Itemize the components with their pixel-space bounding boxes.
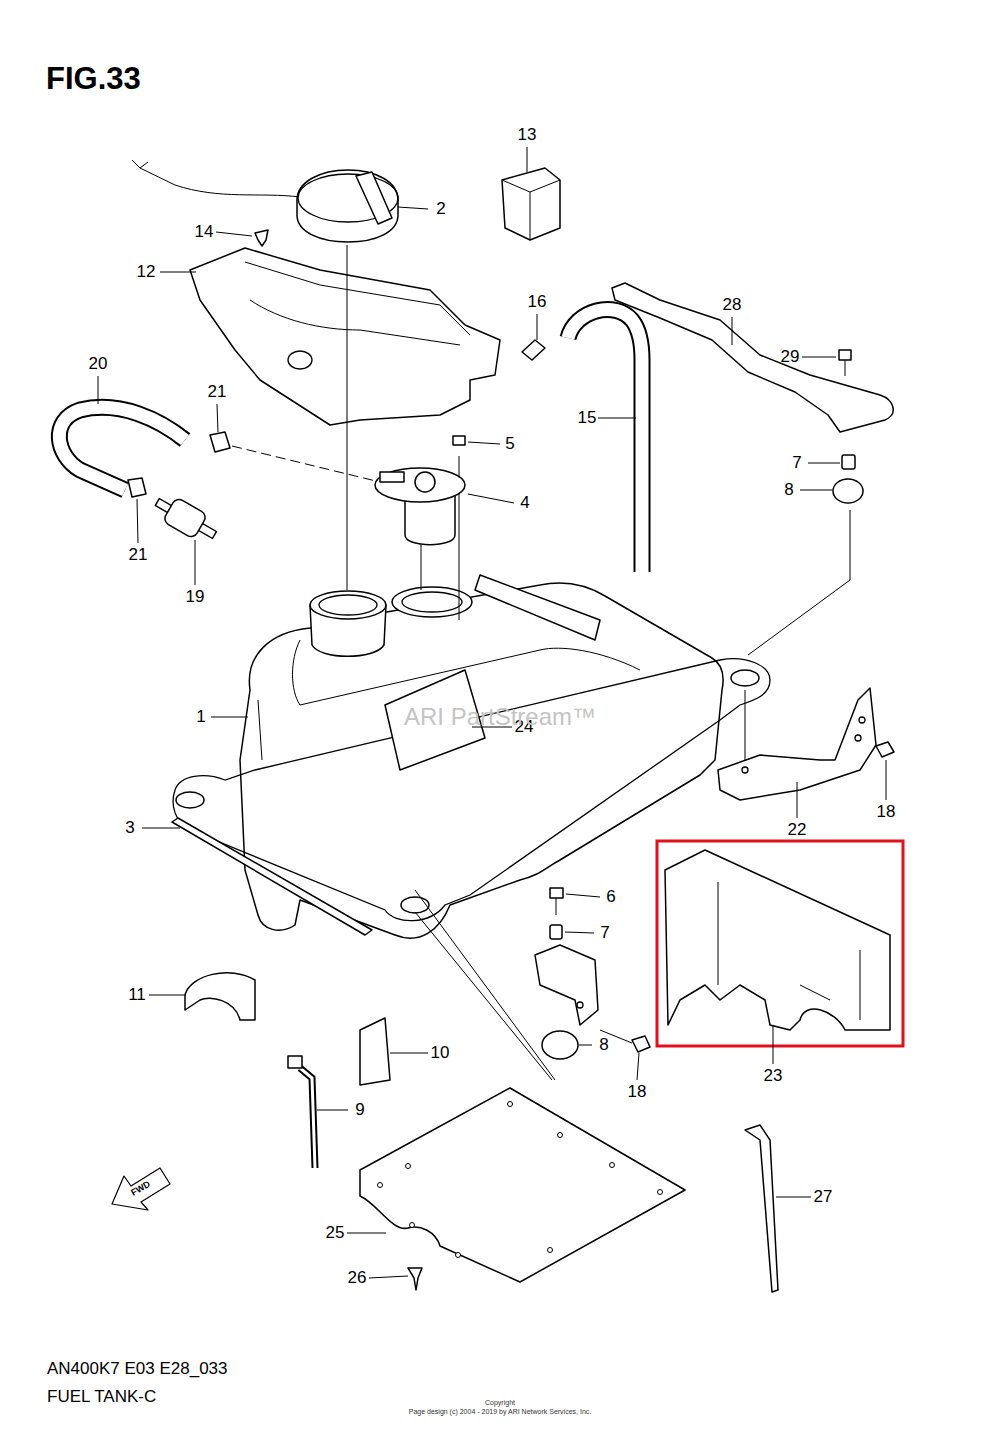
callout-number: 5 xyxy=(505,435,514,454)
callout-number: 21 xyxy=(129,546,148,565)
callout-number: 26 xyxy=(348,1269,367,1288)
callout-number: 9 xyxy=(355,1101,364,1120)
callout-number: 18 xyxy=(877,803,896,822)
figure-title: FIG.33 xyxy=(46,62,141,96)
callout-number: 13 xyxy=(518,126,537,145)
callout-number: 22 xyxy=(788,821,807,840)
callout-number: 16 xyxy=(528,293,547,312)
callout-number: 23 xyxy=(764,1067,783,1086)
callout-number: 21 xyxy=(208,383,227,402)
callout-number: 19 xyxy=(186,588,205,607)
callout-number: 27 xyxy=(814,1188,833,1207)
callout-number: 29 xyxy=(781,348,800,367)
callout-number: 18 xyxy=(628,1083,647,1102)
callout-number: 28 xyxy=(723,296,742,315)
callout-number: 12 xyxy=(137,263,156,282)
callout-number: 15 xyxy=(578,409,597,428)
callout-number: 20 xyxy=(89,355,108,374)
callout-number: 7 xyxy=(792,454,801,473)
callout-number: 1 xyxy=(196,708,205,727)
callout-number: 7 xyxy=(600,924,609,943)
callout-number: 6 xyxy=(606,888,615,907)
callout-number: 4 xyxy=(520,494,529,513)
callout-number: 3 xyxy=(125,819,134,838)
copyright-note: Copyright xyxy=(485,1399,515,1407)
callout-number: 14 xyxy=(195,223,214,242)
figure-name: FUEL TANK-C xyxy=(47,1388,156,1407)
callout-number: 8 xyxy=(599,1036,608,1055)
callout-number: 11 xyxy=(128,986,146,1005)
callout-number: 2 xyxy=(436,200,445,219)
copyright-note: Page design (c) 2004 - 2019 by ARI Netwo… xyxy=(409,1408,591,1416)
model-code: AN400K7 E03 E28_033 xyxy=(47,1360,228,1379)
callout-number: 8 xyxy=(784,481,793,500)
watermark: ARI PartStream™ xyxy=(404,704,596,730)
callout-number: 10 xyxy=(431,1044,450,1063)
callout-number: 25 xyxy=(326,1224,345,1243)
